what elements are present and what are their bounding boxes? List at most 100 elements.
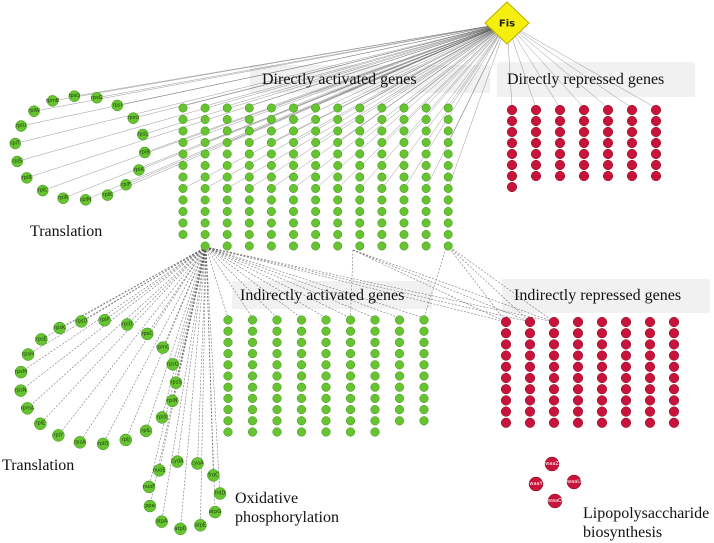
indirect-repressed-node[interactable] [500,339,512,350]
indirect-repressed-node[interactable] [548,395,560,406]
direct-activated-node[interactable] [222,184,232,193]
indirect-activated-node[interactable] [247,382,258,392]
direct-activated-node[interactable] [244,149,254,159]
direct-repressed-node[interactable] [578,126,590,138]
indirect-repressed-node[interactable] [548,417,560,428]
indirect-repressed-node[interactable] [596,417,608,428]
indirect-repressed-node[interactable] [644,372,656,384]
indirect-activated-node[interactable] [296,315,307,325]
direct-activated-node[interactable] [333,218,343,228]
indirect-activated-node[interactable] [321,405,331,415]
direct-activated-node[interactable] [178,207,188,216]
ring-oxphos-node[interactable] [171,455,184,468]
direct-repressed-node[interactable] [530,148,542,160]
direct-repressed-node[interactable] [554,104,566,116]
indirect-activated-node[interactable] [272,337,282,347]
ring-translation-top-node[interactable] [139,146,151,159]
direct-activated-node[interactable] [311,230,321,239]
indirect-repressed-node[interactable] [500,395,512,406]
direct-activated-node[interactable] [443,138,453,147]
direct-activated-node[interactable] [244,230,254,239]
indirect-activated-node[interactable] [370,326,380,336]
indirect-activated-node[interactable] [370,393,380,403]
ring-translation-bottom-node[interactable] [34,417,47,430]
direct-activated-node[interactable] [355,103,365,113]
indirect-repressed-node[interactable] [500,350,512,361]
direct-repressed-node[interactable] [506,181,518,193]
ring-translation-top-node[interactable] [79,194,92,206]
direct-activated-node[interactable] [178,149,188,159]
direct-activated-node[interactable] [200,149,210,159]
direct-activated-node[interactable] [222,218,232,228]
ring-oxphos-node[interactable] [174,522,187,536]
direct-activated-node[interactable] [289,195,298,205]
direct-activated-node[interactable] [222,195,232,205]
direct-activated-node[interactable] [200,138,210,147]
indirect-repressed-node[interactable] [668,316,680,328]
indirect-repressed-node[interactable] [620,372,632,384]
direct-repressed-node[interactable] [650,170,662,182]
direct-activated-node[interactable] [421,103,431,113]
indirect-activated-node[interactable] [345,349,356,359]
ring-translation-top-node[interactable] [127,112,139,124]
direct-repressed-node[interactable] [626,159,638,171]
direct-repressed-node[interactable] [578,104,590,116]
indirect-activated-node[interactable] [370,360,380,370]
indirect-repressed-node[interactable] [524,350,536,361]
direct-activated-node[interactable] [399,184,409,193]
direct-activated-node[interactable] [311,184,321,193]
direct-activated-node[interactable] [200,126,210,136]
indirect-activated-node[interactable] [223,393,233,403]
indirect-activated-node[interactable] [345,360,356,370]
indirect-repressed-node[interactable] [644,350,656,361]
direct-activated-node[interactable] [244,103,254,113]
direct-activated-node[interactable] [222,138,232,147]
indirect-activated-node[interactable] [296,382,307,392]
indirect-repressed-node[interactable] [524,384,536,395]
ring-oxphos-node[interactable] [208,505,222,519]
indirect-activated-node[interactable] [370,371,380,381]
direct-activated-node[interactable] [399,241,409,251]
direct-activated-node[interactable] [244,241,254,251]
indirect-activated-node[interactable] [321,416,331,426]
direct-activated-node[interactable] [266,161,276,170]
direct-activated-node[interactable] [333,241,343,251]
direct-activated-node[interactable] [266,241,276,251]
direct-repressed-node[interactable] [530,170,542,182]
direct-activated-node[interactable] [377,241,387,251]
indirect-activated-node[interactable] [272,416,282,426]
direct-activated-node[interactable] [333,230,343,239]
indirect-activated-node[interactable] [321,326,331,336]
indirect-repressed-node[interactable] [620,395,632,406]
direct-activated-node[interactable] [399,207,409,216]
indirect-activated-node[interactable] [247,360,258,370]
indirect-activated-node[interactable] [247,326,258,336]
direct-activated-node[interactable] [178,103,188,113]
indirect-repressed-node[interactable] [500,406,512,417]
ring-translation-bottom-node[interactable] [119,433,133,447]
indirect-activated-node[interactable] [345,371,356,381]
direct-activated-node[interactable] [200,195,210,205]
direct-repressed-node[interactable] [578,170,590,182]
direct-activated-node[interactable] [333,126,343,136]
indirect-activated-node[interactable] [394,360,405,370]
direct-activated-node[interactable] [399,172,409,182]
direct-activated-node[interactable] [266,126,276,136]
direct-repressed-node[interactable] [530,126,542,138]
direct-activated-node[interactable] [311,138,321,147]
direct-activated-node[interactable] [443,161,453,170]
indirect-activated-node[interactable] [394,349,405,359]
direct-activated-node[interactable] [289,126,298,136]
direct-activated-node[interactable] [355,184,365,193]
ring-oxphos-node[interactable] [213,487,227,500]
indirect-activated-node[interactable] [272,371,282,381]
direct-repressed-node[interactable] [602,126,614,138]
indirect-activated-node[interactable] [370,337,380,347]
indirect-activated-node[interactable] [394,326,405,336]
direct-activated-node[interactable] [266,230,276,239]
ring-translation-bottom-node[interactable] [140,327,154,341]
indirect-repressed-node[interactable] [572,339,584,350]
direct-repressed-node[interactable] [506,137,518,149]
ring-oxphos-node[interactable] [142,480,156,494]
direct-activated-node[interactable] [443,103,453,113]
